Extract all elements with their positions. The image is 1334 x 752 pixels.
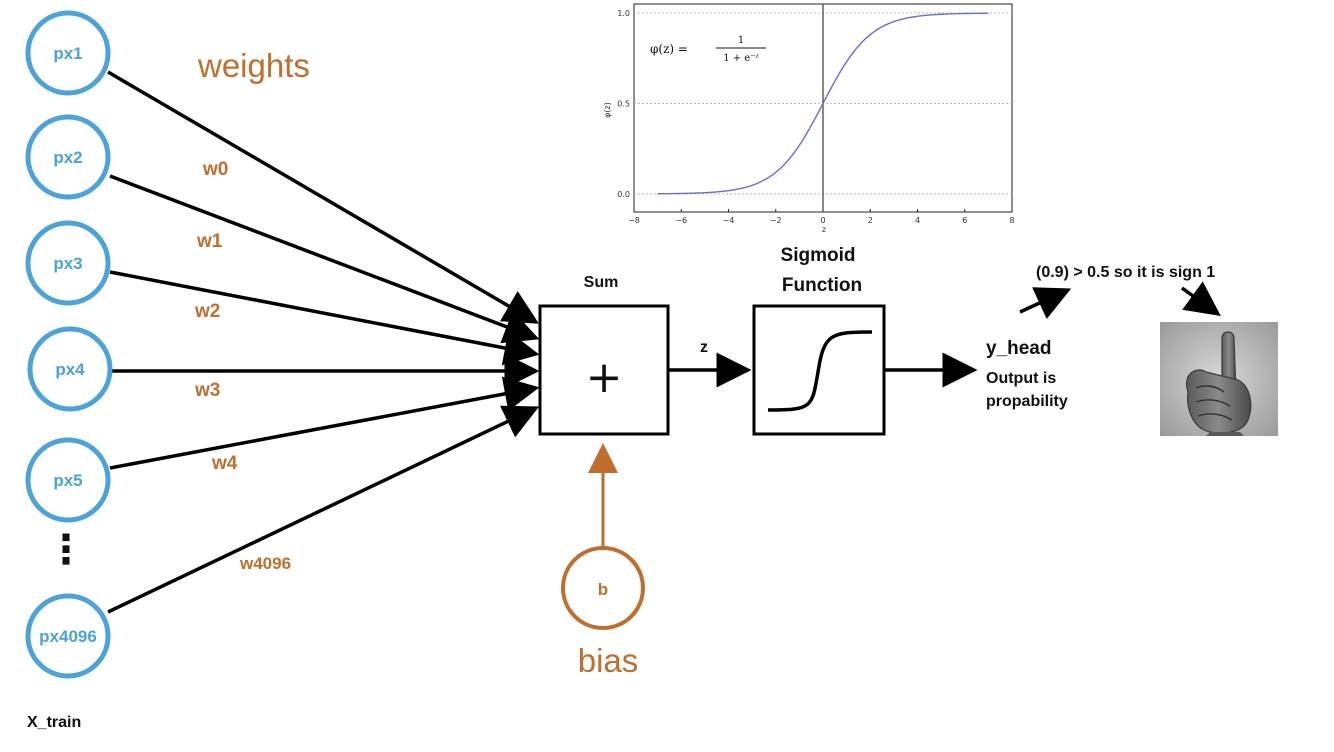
formula-denominator: 1 + e⁻ᶻ: [723, 53, 759, 64]
plot-ytick-label: 1.0: [617, 9, 630, 18]
plot-xtick-label: 0: [820, 216, 825, 225]
input-node-label: px2: [53, 148, 82, 167]
weight-label-w3: w3: [194, 380, 220, 401]
input-node-label: px4096: [39, 627, 97, 646]
connection-px3: [109, 270, 540, 366]
weight-label-w4096: w4096: [239, 554, 291, 573]
plot-xtick-label: 2: [868, 216, 873, 225]
hand-sign-one-image: [1160, 322, 1278, 436]
weight-connections: [107, 70, 540, 614]
decision-text: (0.9) > 0.5 so it is sign 1: [1036, 264, 1215, 281]
connection-px5: [109, 376, 540, 470]
sum-block: Sum +: [538, 274, 670, 436]
input-node-label: px5: [53, 471, 82, 490]
input-node-label: px4: [55, 360, 85, 379]
plot-ytick-label: 0.5: [617, 99, 630, 108]
weights-title: weights: [197, 47, 310, 84]
bias-node-label: b: [598, 580, 608, 599]
input-node-px2: px2: [25, 114, 111, 200]
weight-label-w2: w2: [194, 301, 220, 322]
input-node-label: px3: [53, 254, 82, 273]
plot-xtick-label: 4: [915, 216, 920, 225]
decision-arrow-out: [1180, 281, 1221, 317]
plot-xtick-label: −2: [770, 216, 782, 225]
plot-ticks: 0.0 0.5 1.0 −8 −6 −4 −2 0 2 4 6 8: [617, 9, 1014, 225]
output-desc-line1: Output is: [986, 370, 1056, 387]
connection-px1: [107, 70, 540, 324]
sigmoid-block: Sigmoid Function: [752, 245, 886, 436]
output-name: y_head: [986, 338, 1051, 359]
weight-label-w0: w0: [202, 159, 228, 180]
formula-lhs: φ(z) =: [650, 42, 688, 56]
bias-caption: bias: [578, 642, 639, 679]
plot-ytick-label: 0.0: [617, 190, 630, 199]
sigmoid-curve: [657, 12, 989, 195]
input-node-px4096: px4096: [25, 593, 111, 679]
sigmoid-title-line1: Sigmoid: [781, 245, 856, 266]
plot-xtick-label: −4: [723, 216, 735, 225]
decision-arrow-in: [1019, 287, 1072, 320]
sigmoid-title-line2: Function: [782, 275, 862, 296]
plot-xtick-label: −8: [628, 216, 640, 225]
weight-label-w1: w1: [196, 231, 223, 252]
input-node-px5: px5: [25, 437, 111, 523]
weight-labels: weights w0 w1 w2 w3 w4 w4096: [194, 47, 310, 573]
sigmoid-curve-icon: [767, 330, 873, 412]
connection-px4096: [107, 405, 540, 614]
sum-title: Sum: [584, 274, 619, 291]
input-node-px3: px3: [25, 220, 111, 306]
plot-xtick-label: 6: [962, 216, 967, 225]
weight-label-w4: w4: [211, 453, 238, 474]
input-ellipsis: ⋮: [46, 527, 86, 573]
input-node-px1: px1: [25, 10, 111, 96]
plot-xlabel: z: [822, 225, 826, 234]
input-nodes: px1 px2 px3 px4 px5 ⋮ px4096 X_train: [25, 10, 113, 731]
sum-symbol: +: [586, 352, 623, 403]
input-group-label: X_train: [27, 714, 81, 731]
plot-xtick-label: −6: [675, 216, 687, 225]
input-node-px4: px4: [27, 326, 113, 412]
z-label: z: [700, 339, 708, 356]
output-desc-line2: propability: [986, 393, 1068, 410]
formula-numerator: 1: [738, 35, 744, 46]
plot-ylabel: φ(z): [603, 102, 612, 118]
input-node-label: px1: [53, 44, 82, 63]
bias-block: b bias: [561, 443, 645, 679]
plot-xtick-label: 8: [1009, 216, 1014, 225]
connection-px2: [109, 174, 540, 344]
output-block: y_head Output is propability (0.9) > 0.5…: [986, 264, 1221, 410]
